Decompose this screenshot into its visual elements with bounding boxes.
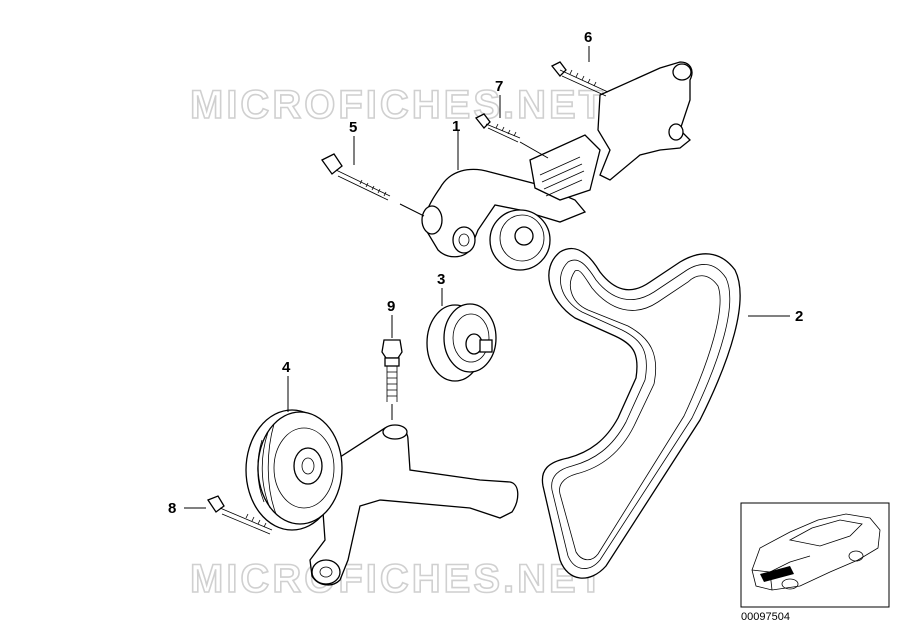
part-1-belt-tensioner[interactable] — [421, 130, 601, 271]
watermark-bottom: MICROFICHES.NET — [190, 557, 606, 601]
car-icon — [751, 513, 881, 591]
part-3-idler-pulley[interactable] — [426, 288, 497, 382]
reference-number: 00097504 — [741, 611, 790, 623]
part-8-bolt[interactable] — [184, 495, 273, 535]
callout-1[interactable]: 1 — [452, 118, 460, 135]
callout-5[interactable]: 5 — [349, 119, 357, 136]
callout-4[interactable]: 4 — [282, 359, 291, 376]
callout-8[interactable]: 8 — [168, 500, 176, 517]
callout-7[interactable]: 7 — [495, 78, 503, 95]
watermark-top: MICROFICHES.NET — [190, 83, 606, 127]
part-9-bolt[interactable] — [381, 315, 403, 420]
part-6-bracket-bolt[interactable] — [550, 46, 693, 181]
vehicle-thumbnail — [740, 502, 890, 608]
callout-9[interactable]: 9 — [387, 298, 395, 315]
part-2-ribbed-belt[interactable] — [541, 247, 790, 579]
part-4-deflection-pulley-arm[interactable] — [245, 376, 519, 586]
callout-6[interactable]: 6 — [584, 29, 592, 46]
callout-2[interactable]: 2 — [795, 308, 803, 325]
part-7-bolt[interactable] — [474, 95, 549, 159]
part-5-long-bolt[interactable] — [321, 136, 425, 217]
callout-3[interactable]: 3 — [437, 271, 445, 288]
